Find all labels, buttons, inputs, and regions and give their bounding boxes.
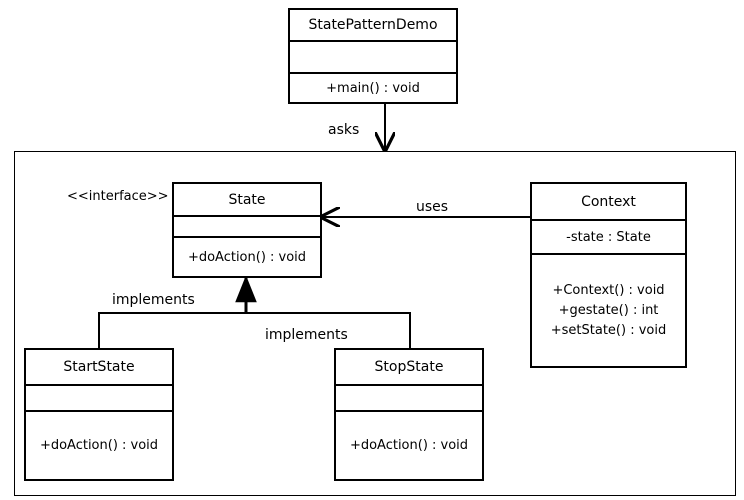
asks-label: asks [328, 122, 360, 138]
class-attributes [174, 217, 320, 238]
class-attributes [290, 42, 456, 74]
class-name: StartState [26, 350, 172, 386]
class-operation: +main() : void [326, 80, 420, 96]
class-start-state: StartState +doAction() : void [24, 348, 174, 481]
class-attribute: -state : State [532, 221, 685, 255]
class-operation: +gestate() : int [558, 302, 659, 318]
class-state: State +doAction() : void [172, 182, 322, 278]
class-operation: +doAction() : void [349, 438, 469, 453]
class-name: StatePatternDemo [290, 10, 456, 42]
class-attributes [26, 386, 172, 412]
implements-label-right: implements [265, 327, 348, 343]
class-stop-state: StopState +doAction() : void [334, 348, 484, 481]
class-state-pattern-demo: StatePatternDemo +main() : void [288, 8, 458, 104]
class-operation: +Context() : void [552, 282, 665, 298]
class-operation: +doAction() : void [187, 249, 307, 265]
implements-connector-start [98, 312, 246, 348]
class-name: Context [532, 184, 685, 221]
class-operation: +doAction() : void [39, 438, 159, 453]
class-operations: +Context() : void +gestate() : int +setS… [532, 255, 685, 366]
class-attributes [336, 386, 482, 412]
interface-stereotype: <<interface>> [67, 189, 169, 204]
implements-label-left: implements [112, 292, 195, 308]
class-context: Context -state : State +Context() : void… [530, 182, 687, 368]
package-frame [14, 151, 736, 496]
class-operation: +setState() : void [550, 322, 667, 338]
implements-connector-stop [246, 312, 411, 348]
uses-label: uses [416, 199, 449, 215]
class-name: State [174, 184, 320, 217]
class-name: StopState [336, 350, 482, 386]
